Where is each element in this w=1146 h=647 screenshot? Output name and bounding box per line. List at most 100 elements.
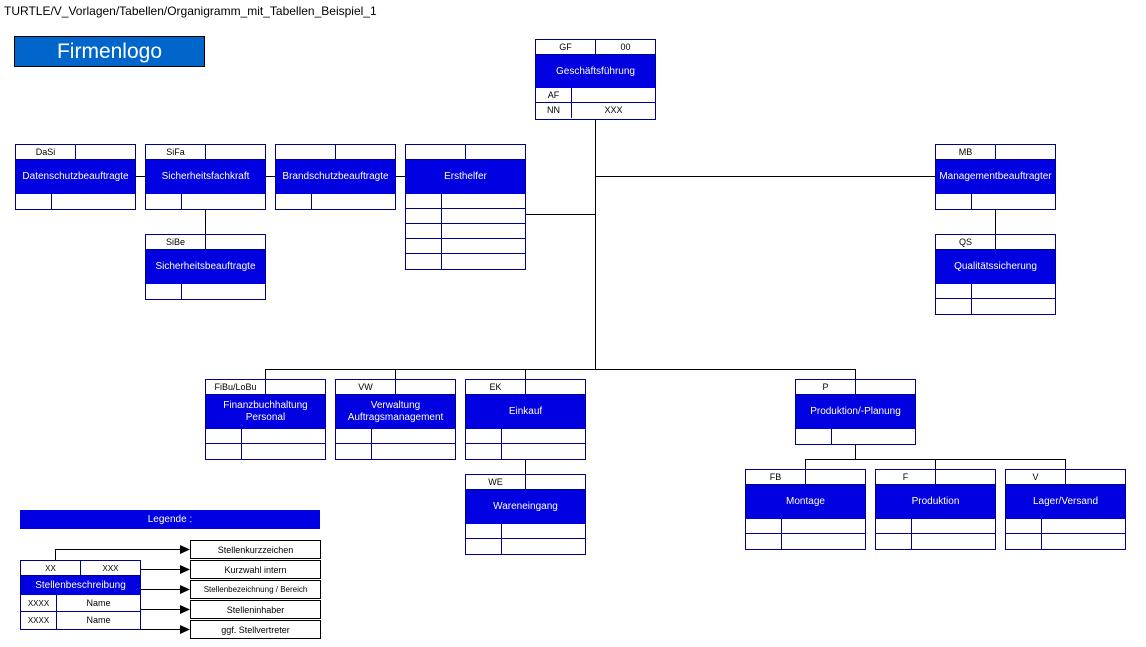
legend-item: Stelleninhaber <box>190 600 321 619</box>
box-title: Stellenbeschreibung <box>21 576 140 595</box>
org-box-qualitaetssicherung: QS Qualitätssicherung <box>935 234 1056 315</box>
org-box-produktion: F Produktion <box>875 469 996 550</box>
box-cell <box>502 444 585 459</box>
box-cell <box>746 534 782 549</box>
box-cell <box>182 194 265 209</box>
box-code: FiBu/LoBu <box>206 380 266 394</box>
box-phone <box>806 470 865 484</box>
box-cell <box>466 524 502 538</box>
box-cell <box>372 429 455 443</box>
box-cell <box>442 209 525 223</box>
box-cell: Name <box>86 598 111 608</box>
box-cell <box>442 254 525 269</box>
org-box-produktion-planung: P Produktion/-Planung <box>795 379 916 445</box>
box-title: Sicherheitsfachkraft <box>146 160 265 194</box>
org-box-brandschutz: Brandschutzbeauftragte <box>275 144 396 210</box>
box-code: MB <box>936 145 996 159</box>
company-logo: Firmenlogo <box>14 36 205 67</box>
box-code: WE <box>466 475 526 489</box>
box-phone <box>466 145 525 159</box>
box-cell <box>206 429 242 443</box>
box-cell <box>832 429 915 444</box>
box-phone: 00 <box>620 42 631 52</box>
box-code: DaSi <box>16 145 76 159</box>
box-cell <box>972 194 1055 209</box>
box-title: Brandschutzbeauftragte <box>276 160 395 194</box>
box-cell: XXX <box>604 105 623 115</box>
document-path: TURTLE/V_Vorlagen/Tabellen/Organigramm_m… <box>4 4 377 18</box>
org-box-managementbeauftragter: MB Managementbeauftragter <box>935 144 1056 210</box>
box-cell <box>502 429 585 443</box>
box-title: Finanzbuchhaltung Personal <box>206 395 325 429</box>
box-cell <box>1042 534 1125 549</box>
box-title: Qualitätssicherung <box>936 250 1055 284</box>
box-phone <box>996 235 1055 249</box>
box-cell <box>936 194 972 209</box>
box-cell: XXXX <box>21 595 57 611</box>
box-title: Ersthelfer <box>406 160 525 194</box>
legend-item: Stellenbezeichnung / Bereich <box>190 580 321 599</box>
box-cell <box>746 519 782 533</box>
box-cell <box>406 194 442 208</box>
box-phone <box>526 475 585 489</box>
box-cell <box>242 429 325 443</box>
box-title: Einkauf <box>466 395 585 429</box>
box-code: EK <box>466 380 526 394</box>
legend-title: Legende : <box>20 510 320 529</box>
box-cell <box>146 284 182 299</box>
box-title: Managementbeauftragter <box>936 160 1055 194</box>
box-cell <box>276 194 312 209</box>
box-phone <box>266 380 325 394</box>
box-cell <box>1042 519 1125 533</box>
box-cell <box>972 299 1055 314</box>
box-code: F <box>876 470 936 484</box>
box-cell <box>1006 534 1042 549</box>
box-cell <box>912 534 995 549</box>
box-cell <box>16 194 52 209</box>
box-code: V <box>1006 470 1066 484</box>
org-box-einkauf: EK Einkauf <box>465 379 586 460</box>
box-title: Lager/Versand <box>1006 485 1125 519</box>
box-title: Geschäftsführung <box>536 55 655 88</box>
box-cell <box>502 524 585 538</box>
box-title: Montage <box>746 485 865 519</box>
box-code: P <box>796 380 856 394</box>
box-code: QS <box>936 235 996 249</box>
box-phone <box>1066 470 1125 484</box>
box-cell <box>502 539 585 554</box>
box-cell <box>406 254 442 269</box>
box-title: Wareneingang <box>466 490 585 524</box>
box-phone <box>206 145 265 159</box>
org-box-verwaltung: VW Verwaltung Auftragsmanagement <box>335 379 456 460</box>
box-title: Produktion <box>876 485 995 519</box>
box-cell <box>782 519 865 533</box>
box-cell <box>442 239 525 253</box>
box-cell <box>406 224 442 238</box>
box-code: SiFa <box>146 145 206 159</box>
box-cell <box>406 209 442 223</box>
box-cell <box>336 444 372 459</box>
org-box-montage: FB Montage <box>745 469 866 550</box>
box-cell <box>442 224 525 238</box>
box-title: Sicherheitsbeauftragte <box>146 250 265 284</box>
box-phone <box>996 145 1055 159</box>
box-cell: NN <box>536 103 572 118</box>
box-phone <box>396 380 455 394</box>
box-cell <box>936 284 972 298</box>
box-code: FB <box>746 470 806 484</box>
box-cell <box>406 239 442 253</box>
org-box-ersthelfer: Ersthelfer <box>405 144 526 270</box>
box-cell <box>466 429 502 443</box>
box-phone <box>856 380 915 394</box>
box-cell: XXXX <box>21 612 57 629</box>
org-box-wareneingang: WE Wareneingang <box>465 474 586 555</box>
box-code <box>406 145 466 159</box>
box-cell <box>182 284 265 299</box>
org-box-finanzbuchhaltung: FiBu/LoBu Finanzbuchhaltung Personal <box>205 379 326 460</box>
box-cell <box>336 429 372 443</box>
legend-item: Stellenkurzzeichen <box>190 540 321 559</box>
box-cell <box>1006 519 1042 533</box>
legend-item: ggf. Stellvertreter <box>190 620 321 639</box>
box-cell <box>782 534 865 549</box>
